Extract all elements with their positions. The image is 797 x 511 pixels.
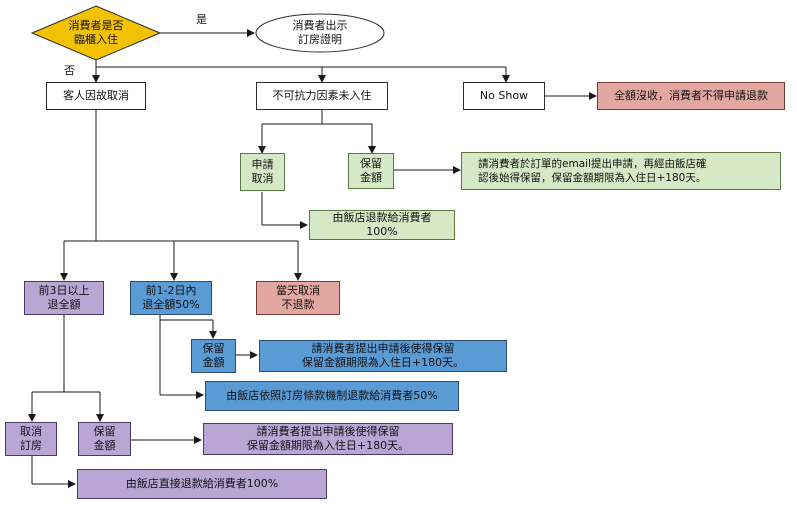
- one-two-days-half-refund-node: 前1-2日內 退全額50%: [130, 281, 212, 315]
- d3-keep-amount-node: 保留 金額: [78, 422, 131, 456]
- fm-keep-note: 請消費者於訂單的email提出申請，再經由飯店確 認後始得保留，保留金額期限為入…: [461, 152, 781, 190]
- d3-cancel-booking-node: 取消 訂房: [5, 422, 57, 456]
- no-show-result: 全額沒收，消費者不得申請退款: [597, 82, 785, 110]
- fm-refund-100-node: 由飯店退款給消費者 100%: [309, 210, 455, 240]
- decision-text: 消費者是否 臨櫃入住: [68, 19, 124, 46]
- force-majeure-node: 不可抗力因素未入住: [256, 82, 388, 110]
- d3-keep-note: 請消費者提出申請後使得保留 保留金額期限為入住日+180天。: [203, 423, 453, 455]
- show-contract-text: 消費者出示 訂房證明: [292, 19, 348, 46]
- cancel-node: 客人因故取消: [46, 82, 146, 110]
- no-show-node: No Show: [463, 82, 545, 110]
- no-label: 否: [64, 64, 75, 77]
- yes-label: 是: [196, 13, 207, 26]
- d3-refund-100-node: 由飯店直接退款給消費者100%: [77, 469, 327, 499]
- d12-keep-amount-node: 保留 金額: [191, 339, 236, 373]
- contract-oval: [255, 13, 385, 53]
- d12-refund-50-node: 由飯店依照訂房條款機制退款給消費者50%: [205, 381, 459, 411]
- fm-keep-amount-node: 保留 金額: [348, 153, 394, 189]
- fm-apply-cancel-node: 申請 取消: [240, 153, 285, 191]
- same-day-no-refund-node: 當天取消 不退款: [256, 281, 340, 315]
- d12-keep-note: 請消費者提出申請後使得保留 保留金額期限為入住日+180天。: [259, 340, 507, 372]
- three-days-full-refund-node: 前3日以上 退全額: [24, 281, 104, 315]
